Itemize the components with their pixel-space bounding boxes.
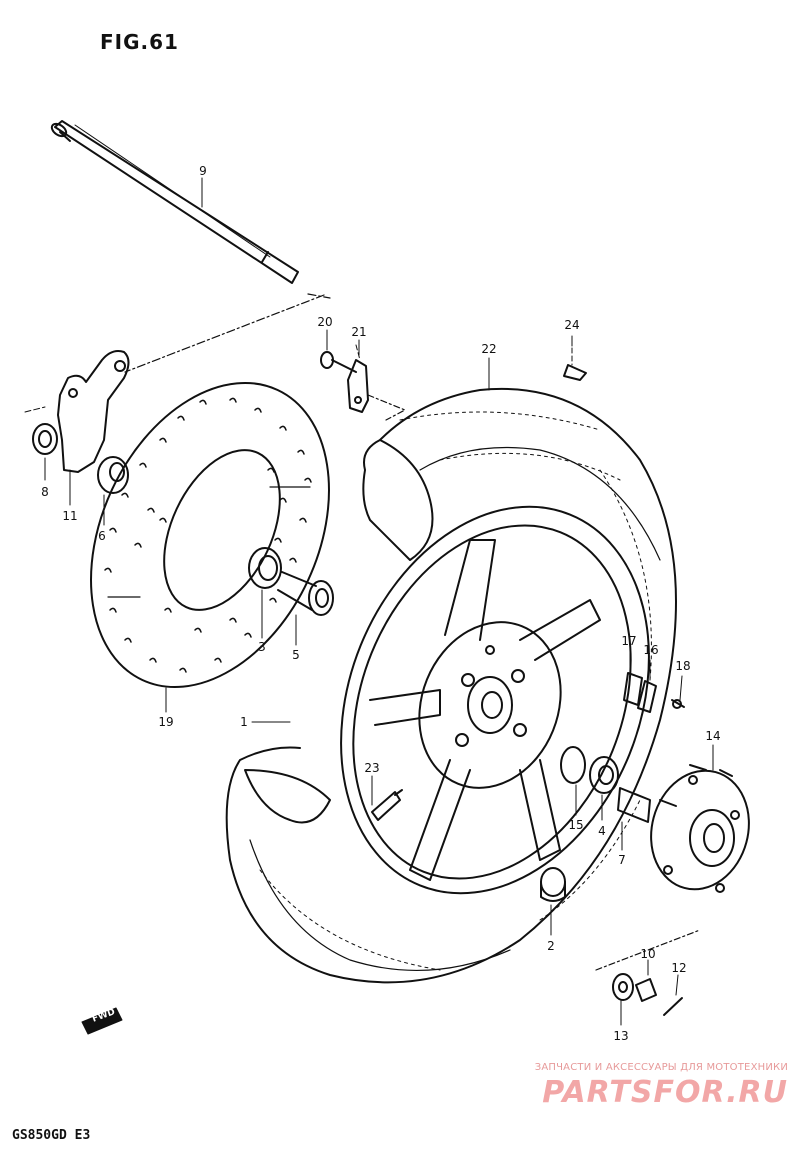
brake-disc-drawing [90,381,330,689]
callout-21: 21 [351,325,367,339]
callout-1: 1 [240,715,248,729]
callout-2: 2 [547,939,555,953]
callout-20: 20 [317,315,333,329]
callout-3: 3 [258,640,266,654]
watermark-tagline: ЗАПЧАСТИ И АКСЕССУАРЫ ДЛЯ МОТОТЕХНИКИ [534,1062,788,1073]
sprocket-hub-drawing [650,764,750,893]
callout-22: 22 [481,342,497,356]
chain-adjuster-drawing [623,672,685,713]
bearing-spacer-drawing [248,547,334,616]
axle-drawing [50,120,299,284]
callout-23: 23 [364,761,380,775]
callout-9: 9 [199,164,207,178]
right-bearing-drawing [560,746,651,823]
wheel-rim-drawing [340,505,650,895]
callout-leader-lines [44,177,714,1026]
damper-drawing [540,867,566,902]
model-code: GS850GD E3 [12,1128,91,1143]
callout-17: 17 [621,634,637,648]
callout-18: 18 [675,659,691,673]
bolt-plate-drawing [320,344,406,421]
callout-8: 8 [41,485,49,499]
valve-cap-drawing [563,347,587,381]
callout-16: 16 [643,643,659,657]
callout-13: 13 [613,1029,629,1043]
watermark: ЗАПЧАСТИ И АКСЕССУАРЫ ДЛЯ МОТОТЕХНИКИ PA… [488,1062,788,1110]
valve-drawing [371,789,403,821]
axle-leader-line [124,293,331,373]
callout-10: 10 [640,947,656,961]
callout-12: 12 [671,961,687,975]
figure-title: FIG.61 [100,30,179,54]
brake-arm-drawing [24,350,130,494]
tire-drawing [225,387,677,984]
callout-7: 7 [618,853,626,867]
callout-24: 24 [564,318,580,332]
callout-19: 19 [158,715,174,729]
callout-6: 6 [98,529,106,543]
axle-nut-drawing [595,929,701,1016]
watermark-logo: PARTSFOR.RU [542,1075,788,1110]
callout-11: 11 [62,509,78,523]
callout-15: 15 [568,818,584,832]
callout-14: 14 [705,729,721,743]
fwd-arrow-icon [81,1007,123,1035]
callout-4: 4 [598,824,606,838]
callout-5: 5 [292,648,300,662]
